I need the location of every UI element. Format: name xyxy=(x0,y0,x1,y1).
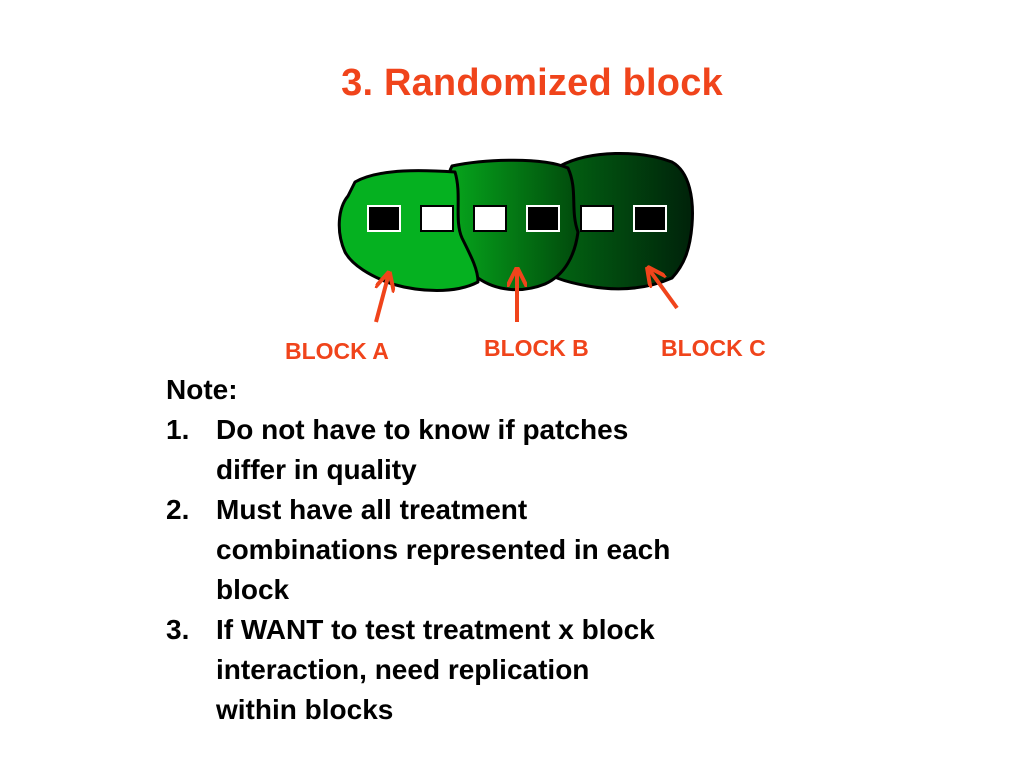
slide-title: 3. Randomized block xyxy=(341,62,723,104)
note-line: combinations represented in each xyxy=(216,534,671,565)
block-b-label: BLOCK B xyxy=(484,335,589,361)
note-number: 2. xyxy=(166,494,190,525)
note-item: 2. Must have all treatment combinations … xyxy=(166,490,806,610)
note-item: 3. If WANT to test treatment x block int… xyxy=(166,610,806,730)
note-number: 1. xyxy=(166,414,190,445)
plot-b1-white xyxy=(473,205,507,232)
arrow-block-a xyxy=(374,273,389,323)
note-line: If WANT to test treatment x block xyxy=(216,614,655,645)
note-line: block xyxy=(216,574,290,605)
note-line: differ in quality xyxy=(216,454,417,485)
block-c-patch xyxy=(538,151,694,291)
note-list: 1. Do not have to know if patches differ… xyxy=(166,410,806,730)
block-a-label: BLOCK A xyxy=(285,338,389,364)
arrow-block-c xyxy=(648,268,679,310)
block-c-label: BLOCK C xyxy=(661,335,766,361)
note-item: 1. Do not have to know if patches differ… xyxy=(166,410,806,490)
note-line: interaction, need replication xyxy=(216,654,590,685)
note-line: within blocks xyxy=(216,694,394,725)
plot-a2-white xyxy=(420,205,454,232)
notes-section: Note: 1. Do not have to know if patches … xyxy=(166,370,806,730)
plot-b2-black xyxy=(526,205,560,232)
note-line: Must have all treatment xyxy=(216,494,528,525)
block-a-patch xyxy=(337,169,480,292)
plot-c2-black xyxy=(633,205,667,232)
note-number: 3. xyxy=(166,614,190,645)
note-line: Do not have to know if patches xyxy=(216,414,629,445)
plot-c1-white xyxy=(580,205,614,232)
note-heading: Note: xyxy=(166,374,238,405)
plot-a1-black xyxy=(367,205,401,232)
